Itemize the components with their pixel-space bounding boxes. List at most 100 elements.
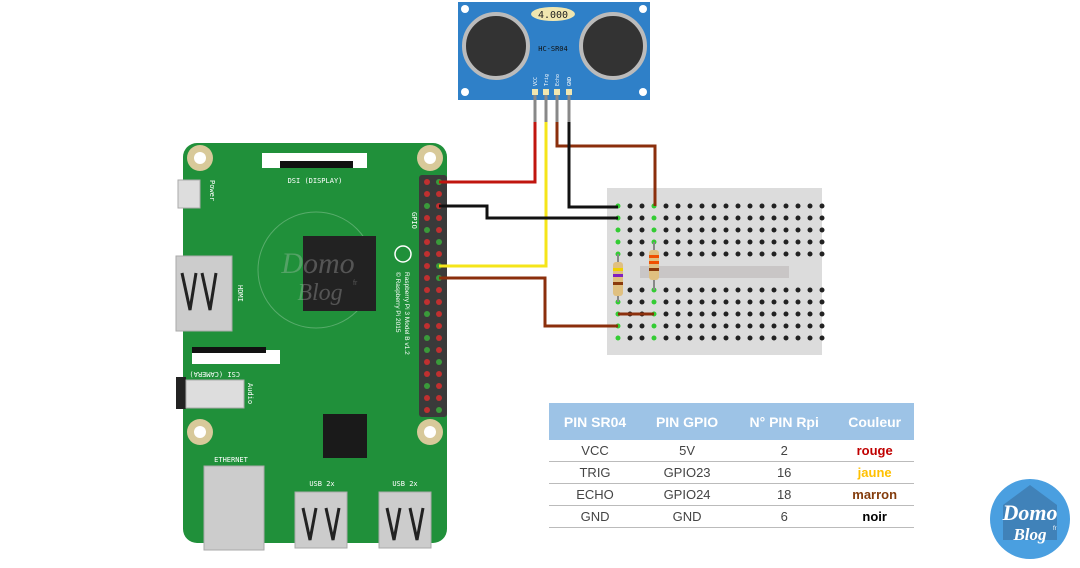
gpio-pin bbox=[424, 323, 430, 329]
breadboard-hole bbox=[711, 335, 717, 341]
breadboard-channel bbox=[640, 266, 789, 278]
breadboard-hole bbox=[783, 203, 789, 209]
breadboard-hole bbox=[675, 287, 681, 293]
breadboard-hole bbox=[807, 251, 813, 257]
breadboard-hole bbox=[771, 287, 777, 293]
breadboard-hole bbox=[747, 203, 753, 209]
cell-pin: 6 bbox=[733, 505, 836, 528]
breadboard-hole bbox=[819, 203, 825, 209]
breadboard-hole bbox=[735, 323, 741, 329]
gpio-pin bbox=[436, 407, 442, 413]
gpio-pin bbox=[436, 371, 442, 377]
breadboard-hole bbox=[735, 227, 741, 233]
gpio-pin bbox=[436, 323, 442, 329]
hc-sr04-sensor: 4.000 HC-SR04 VCC Trig Echo GND bbox=[458, 2, 650, 122]
breadboard-hole bbox=[735, 251, 741, 257]
breadboard-hole bbox=[639, 251, 645, 257]
breadboard-hole bbox=[723, 215, 729, 221]
gpio-pin bbox=[436, 299, 442, 305]
breadboard-hole bbox=[795, 251, 801, 257]
breadboard-hole bbox=[819, 227, 825, 233]
breadboard-hole bbox=[759, 227, 765, 233]
gpio-pin bbox=[424, 359, 430, 365]
breadboard-hole bbox=[795, 227, 801, 233]
gpio-pin bbox=[424, 263, 430, 269]
usb1-label: USB 2x bbox=[309, 480, 334, 488]
breadboard-hole bbox=[819, 251, 825, 257]
table-header: PIN SR04 PIN GPIO N° PIN Rpi Couleur bbox=[549, 403, 914, 440]
raspberry-logo bbox=[394, 245, 412, 263]
breadboard-hole bbox=[675, 239, 681, 245]
dsi-connector bbox=[262, 153, 367, 168]
breadboard-hole bbox=[795, 335, 801, 341]
breadboard-hole bbox=[711, 251, 717, 257]
pin-table: PIN SR04 PIN GPIO N° PIN Rpi Couleur VCC… bbox=[549, 403, 914, 528]
header-color: Couleur bbox=[835, 403, 914, 440]
breadboard-hole bbox=[627, 287, 633, 293]
breadboard-hole bbox=[651, 227, 657, 233]
gpio-pin bbox=[424, 239, 430, 245]
gpio-pin bbox=[424, 215, 430, 221]
cell-sr04: TRIG bbox=[549, 461, 642, 484]
gpio-pin bbox=[436, 239, 442, 245]
breadboard-hole bbox=[759, 311, 765, 317]
breadboard-hole bbox=[627, 323, 633, 329]
gpio-pin bbox=[436, 359, 442, 365]
breadboard-hole bbox=[687, 251, 693, 257]
breadboard-hole bbox=[663, 239, 669, 245]
gpio-pin bbox=[424, 227, 430, 233]
gpio-pin bbox=[424, 275, 430, 281]
breadboard-hole bbox=[639, 335, 645, 341]
cell-color: rouge bbox=[835, 440, 914, 462]
breadboard-hole bbox=[747, 311, 753, 317]
breadboard-hole bbox=[771, 203, 777, 209]
svg-text:fr: fr bbox=[353, 280, 358, 287]
breadboard-hole bbox=[807, 335, 813, 341]
breadboard-hole bbox=[759, 323, 765, 329]
breadboard-hole bbox=[819, 299, 825, 305]
breadboard bbox=[607, 188, 825, 355]
breadboard-hole bbox=[687, 215, 693, 221]
breadboard-hole bbox=[699, 203, 705, 209]
breadboard-hole bbox=[723, 239, 729, 245]
breadboard-hole bbox=[771, 323, 777, 329]
model-label: HC-SR04 bbox=[538, 45, 568, 53]
gpio-pin bbox=[424, 311, 430, 317]
copyright-label: © Raspberry Pi 2015 bbox=[394, 272, 402, 333]
breadboard-hole bbox=[795, 287, 801, 293]
pin-label-echo: Echo bbox=[555, 74, 561, 86]
csi-connector bbox=[192, 347, 280, 364]
breadboard-hole bbox=[759, 239, 765, 245]
breadboard-hole bbox=[639, 287, 645, 293]
gpio-pin bbox=[424, 191, 430, 197]
wires bbox=[439, 122, 657, 328]
breadboard-hole bbox=[711, 227, 717, 233]
breadboard-hole bbox=[615, 239, 621, 245]
gpio-pin bbox=[424, 395, 430, 401]
breadboard-hole bbox=[687, 323, 693, 329]
gpio-pin bbox=[424, 371, 430, 377]
breadboard-holes bbox=[615, 203, 825, 341]
breadboard-hole bbox=[627, 335, 633, 341]
cell-color: noir bbox=[835, 505, 914, 528]
breadboard-hole bbox=[759, 335, 765, 341]
breadboard-hole bbox=[771, 251, 777, 257]
breadboard-hole bbox=[615, 335, 621, 341]
breadboard-hole bbox=[675, 215, 681, 221]
breadboard-hole bbox=[759, 215, 765, 221]
gpio-pin bbox=[436, 395, 442, 401]
gpio-label: GPIO bbox=[410, 212, 418, 229]
breadboard-hole bbox=[675, 323, 681, 329]
soc-chip bbox=[303, 236, 376, 311]
svg-text:Blog: Blog bbox=[297, 280, 342, 306]
breadboard-hole bbox=[687, 227, 693, 233]
breadboard-hole bbox=[723, 323, 729, 329]
ethernet-label: ETHERNET bbox=[214, 456, 249, 464]
breadboard-hole bbox=[711, 299, 717, 305]
domoblog-watermark-text: Domo Blog fr bbox=[280, 247, 358, 306]
breadboard-hole bbox=[795, 239, 801, 245]
gpio-pin bbox=[424, 251, 430, 257]
breadboard-hole bbox=[699, 311, 705, 317]
breadboard-hole bbox=[711, 203, 717, 209]
